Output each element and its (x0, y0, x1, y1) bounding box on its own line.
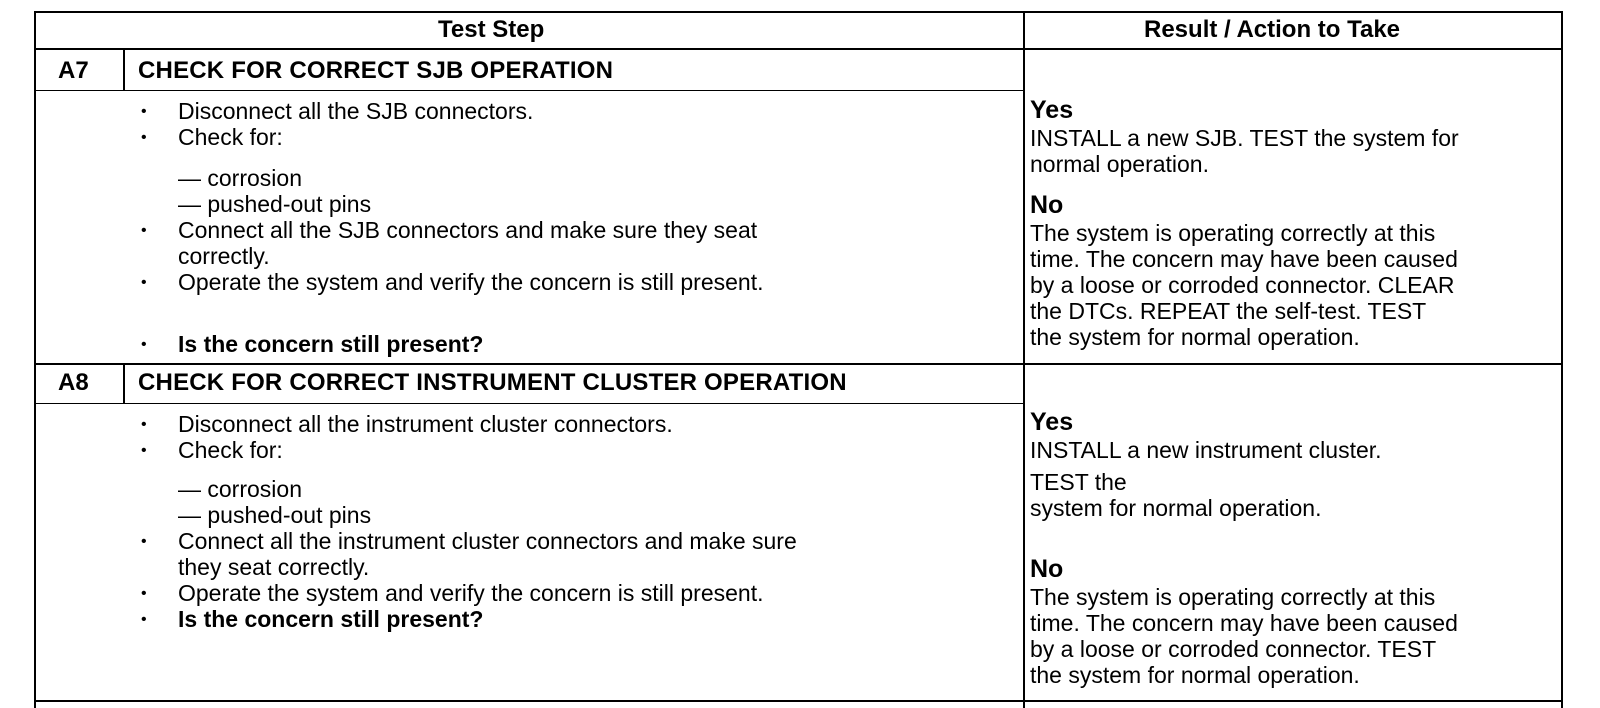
result-no-text: time. The concern may have been caused (1030, 246, 1458, 272)
check-item: — pushed-out pins (178, 191, 372, 217)
bullet-icon: • (141, 336, 147, 353)
result-yes-label: Yes (1030, 96, 1074, 124)
result-no-text: time. The concern may have been caused (1030, 610, 1458, 636)
result-yes-text: TEST the (1030, 469, 1127, 495)
bullet-icon: • (141, 274, 147, 291)
step-separator-rule (34, 363, 1562, 365)
step-instruction: Connect all the instrument cluster conne… (178, 528, 797, 554)
bullet-icon: • (141, 533, 147, 550)
step-instruction: Disconnect all the instrument cluster co… (178, 411, 673, 437)
result-yes-text: INSTALL a new SJB. TEST the system for (1030, 125, 1459, 151)
result-yes-text: normal operation. (1030, 151, 1209, 177)
a8-id-divider (123, 364, 125, 404)
result-no-label: No (1030, 191, 1064, 219)
step-title: CHECK FOR CORRECT INSTRUMENT CLUSTER OPE… (138, 369, 847, 396)
step-question: Is the concern still present? (178, 331, 484, 357)
result-no-text: by a loose or corroded connector. TEST (1030, 636, 1437, 662)
result-no-text: The system is operating correctly at thi… (1030, 584, 1436, 610)
result-yes-label: Yes (1030, 408, 1074, 436)
check-item: — corrosion (178, 476, 302, 502)
result-no-text: by a loose or corroded connector. CLEAR (1030, 272, 1455, 298)
bullet-icon: • (141, 585, 147, 602)
bullet-icon: • (141, 129, 147, 146)
check-item: — corrosion (178, 165, 302, 191)
step-instruction-continued: they seat correctly. (178, 554, 370, 580)
table-right-border (1561, 11, 1563, 708)
result-yes-text: system for normal operation. (1030, 495, 1322, 521)
result-no-text: the system for normal operation. (1030, 324, 1360, 350)
result-no-text: the system for normal operation. (1030, 662, 1360, 688)
step-id: A8 (58, 369, 89, 396)
header-bottom-rule (34, 48, 1562, 50)
step-instruction: Disconnect all the SJB connectors. (178, 98, 534, 124)
table-bottom-rule (34, 700, 1562, 702)
step-question: Is the concern still present? (178, 606, 484, 632)
bullet-icon: • (141, 222, 147, 239)
bullet-icon: • (141, 103, 147, 120)
step-instruction: Check for: (178, 124, 283, 150)
step-title: CHECK FOR CORRECT SJB OPERATION (138, 57, 614, 84)
result-no-text: the DTCs. REPEAT the self-test. TEST (1030, 298, 1427, 324)
step-instruction: Operate the system and verify the concer… (178, 580, 764, 606)
column-divider (1023, 11, 1025, 708)
result-yes-text: INSTALL a new instrument cluster. (1030, 437, 1382, 463)
result-no-label: No (1030, 555, 1064, 583)
step-id: A7 (58, 57, 89, 84)
bullet-icon: • (141, 442, 147, 459)
header-test-step: Test Step (438, 16, 545, 43)
check-item: — pushed-out pins (178, 502, 372, 528)
table-left-border (34, 11, 36, 708)
step-instruction: Connect all the SJB connectors and make … (178, 217, 758, 243)
step-instruction-continued: correctly. (178, 243, 270, 269)
result-no-text: The system is operating correctly at thi… (1030, 220, 1436, 246)
a8-title-rule (34, 403, 1024, 404)
bullet-icon: • (141, 611, 147, 628)
bullet-icon: • (141, 416, 147, 433)
step-instruction: Operate the system and verify the concer… (178, 269, 764, 295)
a7-title-rule (34, 90, 1024, 91)
step-instruction: Check for: (178, 437, 283, 463)
table-top-border (34, 11, 1562, 13)
header-result-action: Result / Action to Take (1144, 16, 1401, 43)
a7-id-divider (123, 49, 125, 91)
